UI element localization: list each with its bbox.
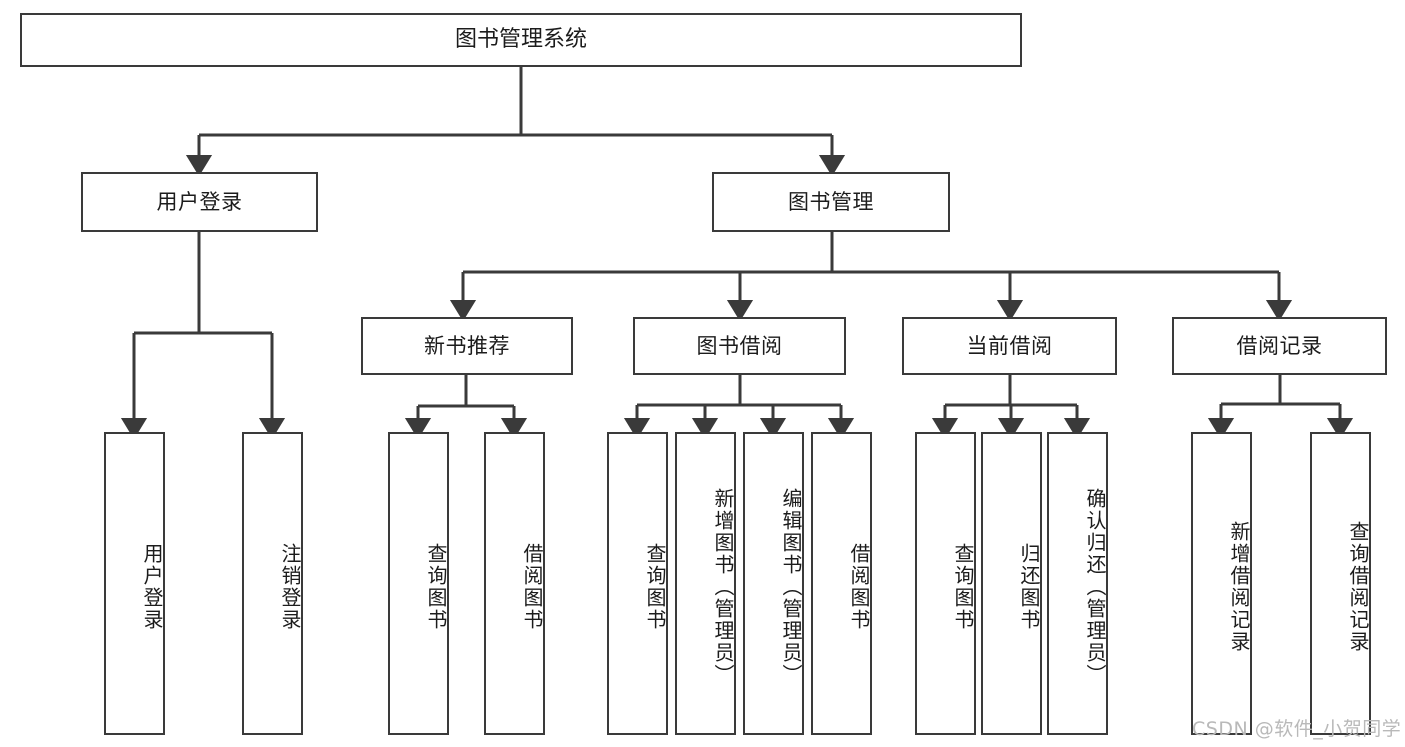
leaf-borrow-book-recommend[interactable]: 借阅图书: [484, 432, 545, 735]
leaf-borrow-book[interactable]: 借阅图书: [811, 432, 872, 735]
leaf-label: 查询图书: [424, 542, 448, 631]
leaf-label: 归还图书: [1017, 542, 1041, 631]
leaf-label: 注销登录: [278, 542, 302, 631]
leaf-confirm-return-admin[interactable]: 确认归还（管理员）: [1047, 432, 1108, 735]
node-new-book-recommend[interactable]: 新书推荐: [361, 317, 573, 375]
node-book-management[interactable]: 图书管理: [712, 172, 950, 232]
leaf-label: 新增借阅记录: [1227, 520, 1251, 653]
node-root-system[interactable]: 图书管理系统: [20, 13, 1022, 67]
leaf-label: 编辑图书（管理员）: [779, 487, 803, 686]
leaf-user-login[interactable]: 用户登录: [104, 432, 165, 735]
leaf-label: 借阅图书: [520, 542, 544, 631]
leaf-label: 查询图书: [951, 542, 975, 631]
leaf-logout[interactable]: 注销登录: [242, 432, 303, 735]
leaf-label: 确认归还（管理员）: [1083, 487, 1107, 686]
leaf-edit-book-admin[interactable]: 编辑图书（管理员）: [743, 432, 804, 735]
leaf-label: 查询借阅记录: [1346, 520, 1370, 653]
leaf-query-book-borrow[interactable]: 查询图书: [607, 432, 668, 735]
leaf-add-book-admin[interactable]: 新增图书（管理员）: [675, 432, 736, 735]
leaf-add-borrow-record[interactable]: 新增借阅记录: [1191, 432, 1252, 735]
leaf-label: 用户登录: [140, 542, 164, 631]
leaf-query-book-current[interactable]: 查询图书: [915, 432, 976, 735]
leaf-query-book-recommend[interactable]: 查询图书: [388, 432, 449, 735]
leaf-return-book[interactable]: 归还图书: [981, 432, 1042, 735]
node-current-borrow[interactable]: 当前借阅: [902, 317, 1117, 375]
leaf-label: 查询图书: [643, 542, 667, 631]
node-book-borrow[interactable]: 图书借阅: [633, 317, 846, 375]
csdn-watermark: CSDN @软件_小贺同学: [1192, 718, 1402, 740]
node-borrow-record[interactable]: 借阅记录: [1172, 317, 1387, 375]
leaf-label: 借阅图书: [847, 542, 871, 631]
node-user-login[interactable]: 用户登录: [81, 172, 318, 232]
leaf-label: 新增图书（管理员）: [711, 487, 735, 686]
leaf-query-borrow-record[interactable]: 查询借阅记录: [1310, 432, 1371, 735]
